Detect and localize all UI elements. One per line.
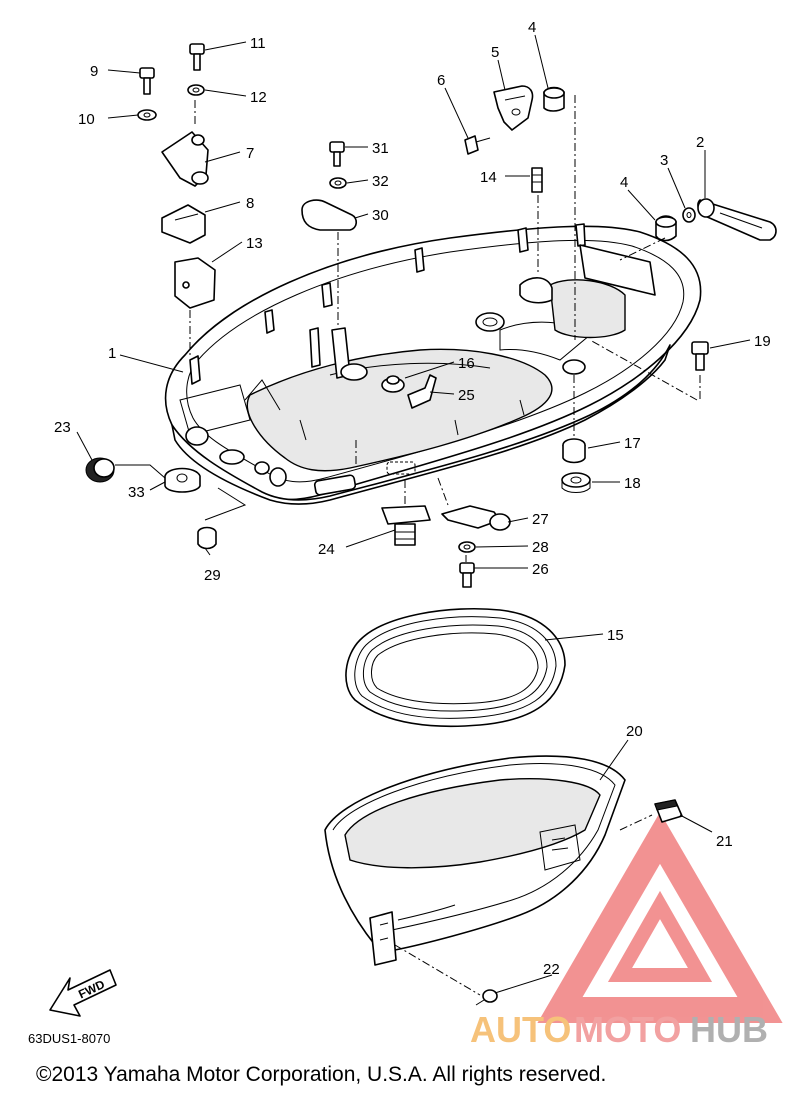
part-19-bolt	[691, 341, 709, 371]
callout-15: 15	[607, 627, 624, 644]
part-11-bolt	[189, 43, 205, 71]
callout-1: 1	[108, 345, 116, 362]
callout-32: 32	[372, 173, 389, 190]
part-33-grommet	[164, 467, 201, 493]
callout-19: 19	[754, 333, 771, 350]
part-28-washer	[458, 541, 476, 553]
diagram-code: 63DUS1-8070	[28, 1031, 110, 1046]
callout-22: 22	[543, 961, 560, 978]
fwd-arrow: FWD	[49, 969, 117, 1017]
callout-27: 27	[532, 511, 549, 528]
part-18-grommet	[561, 472, 591, 493]
part-6-screw	[464, 135, 491, 155]
part-27-clamp	[441, 505, 511, 531]
callout-6: 6	[437, 72, 445, 89]
part-23-plug	[85, 457, 115, 483]
callout-13: 13	[246, 235, 263, 252]
callout-18: 18	[624, 475, 641, 492]
part-3-washer	[682, 207, 696, 223]
callout-8: 8	[246, 195, 254, 212]
part-14-bolt	[531, 167, 543, 193]
part-12-washer	[187, 84, 205, 96]
part-22-screw	[475, 989, 498, 1006]
part-4-collar-right	[655, 215, 677, 242]
callout-11: 11	[250, 35, 266, 52]
part-17-grommet	[562, 438, 586, 464]
part-25-clip	[407, 374, 437, 409]
callout-33: 33	[128, 484, 145, 501]
watermark-text: AUTO MOTO HUB	[470, 1009, 768, 1050]
part-9-bolt	[139, 67, 155, 95]
callout-10: 10	[78, 111, 95, 128]
callout-20: 20	[626, 723, 643, 740]
callout-2: 2	[696, 134, 704, 151]
callout-12: 12	[250, 89, 267, 106]
part-31-bolt	[329, 141, 345, 167]
callout-21: 21	[716, 833, 733, 850]
part-4-collar-top	[543, 86, 565, 112]
part-15-seal	[345, 607, 566, 728]
callout-29: 29	[204, 567, 221, 584]
part-26-bolt	[459, 562, 475, 588]
callout-28: 28	[532, 539, 549, 556]
callout-17: 17	[624, 435, 641, 452]
bottom-cowling	[164, 223, 702, 505]
svg-text:MOTO: MOTO	[574, 1009, 681, 1050]
callout-26: 26	[532, 561, 549, 578]
callout-31: 31	[372, 140, 389, 157]
svg-text:AUTO: AUTO	[470, 1009, 571, 1050]
part-2-lever	[697, 198, 777, 241]
part-24-grommet	[381, 505, 431, 546]
callout-5: 5	[491, 44, 499, 61]
callout-3: 3	[660, 152, 668, 169]
svg-text:HUB: HUB	[690, 1009, 768, 1050]
callout-labels: 1 2 3 4 4 5 6 7 8 9 10 11 12 13 14 15 16…	[54, 19, 771, 978]
callout-16: 16	[458, 355, 475, 372]
part-13-bracket	[174, 257, 216, 309]
part-20-tray	[324, 755, 626, 966]
part-16-fitting	[381, 375, 405, 393]
callout-25: 25	[458, 387, 475, 404]
callout-24: 24	[318, 541, 335, 558]
part-32-washer	[329, 177, 347, 189]
part-5-bracket	[493, 85, 534, 131]
assembly-lines	[189, 95, 701, 996]
leader-lines	[76, 34, 751, 994]
part-8-holder	[161, 204, 206, 244]
svg-text:FWD: FWD	[76, 977, 107, 1001]
part-29-plug	[197, 526, 217, 550]
copyright-notice: ©2013 Yamaha Motor Corporation, U.S.A. A…	[36, 1063, 606, 1086]
callout-4-top: 4	[528, 19, 536, 36]
callout-7: 7	[246, 145, 254, 162]
callout-23: 23	[54, 419, 71, 436]
part-30-grommet	[301, 199, 358, 231]
watermark-logo	[537, 812, 783, 1023]
callout-14: 14	[480, 169, 497, 186]
callout-4-right: 4	[620, 174, 628, 191]
part-7-bracket	[161, 131, 209, 187]
callout-9: 9	[90, 63, 98, 80]
callout-30: 30	[372, 207, 389, 224]
part-10-washer	[137, 109, 157, 121]
